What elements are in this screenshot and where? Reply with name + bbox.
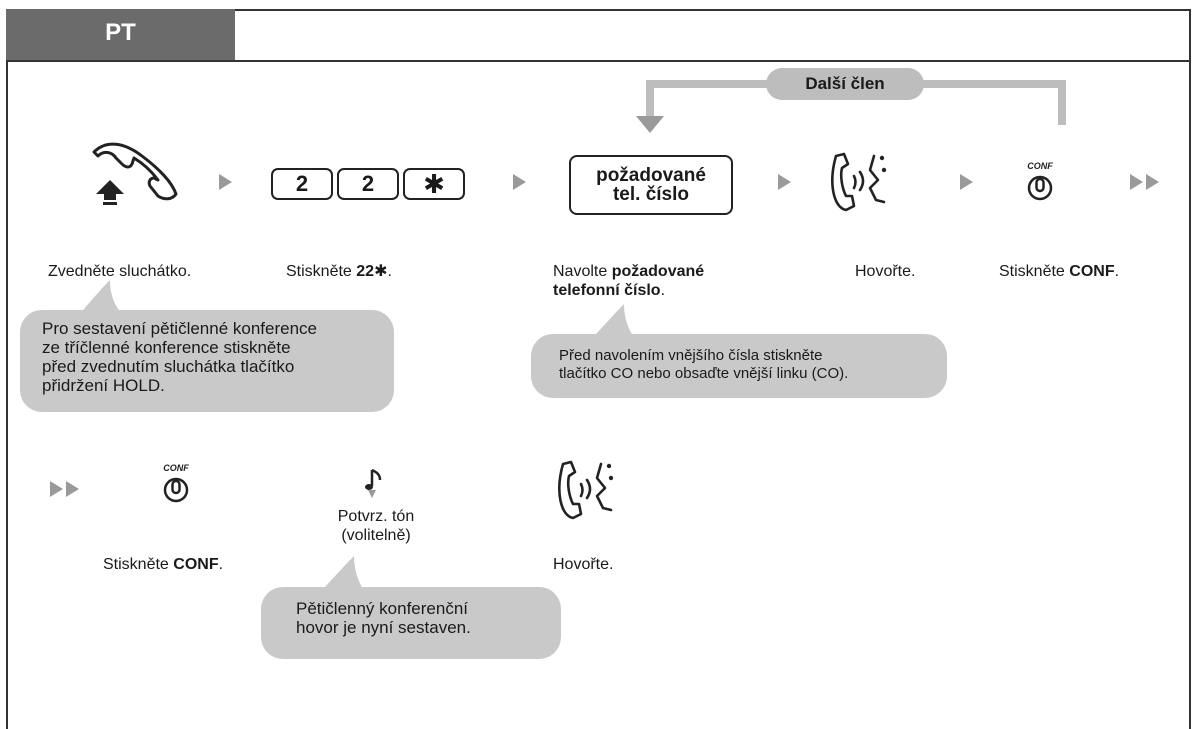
tone-caption-line1: Potvrz. tón bbox=[337, 508, 415, 525]
label-conf2-bold: CONF bbox=[173, 556, 219, 573]
label-talk: Hovořte. bbox=[855, 263, 916, 280]
flow-line-right-horizontal bbox=[920, 80, 1065, 88]
bubble-tail bbox=[590, 304, 636, 340]
label-conf-bold: CONF bbox=[1069, 263, 1115, 280]
label-dial-prefix: Navolte bbox=[553, 263, 612, 280]
step-arrow-icon bbox=[513, 174, 526, 190]
label-dial-bold1: požadované bbox=[611, 263, 705, 280]
divider bbox=[6, 60, 1191, 62]
confirmation-tone-icon bbox=[365, 468, 382, 498]
tone-caption-line2: (volitelně) bbox=[341, 527, 411, 544]
label-conf-suffix: . bbox=[1114, 263, 1120, 280]
flow-line-left-horizontal bbox=[646, 80, 770, 88]
label-conf-prefix: Stiskněte bbox=[999, 263, 1070, 280]
label-talk-2: Hovořte. bbox=[553, 556, 614, 573]
desired-number-line2: tel. číslo bbox=[612, 184, 690, 205]
flow-line-left-vertical bbox=[646, 80, 654, 120]
handset-lift-icon bbox=[92, 142, 178, 205]
label-conf2-suffix: . bbox=[218, 556, 224, 573]
label-dial-bold2: telefonní číslo bbox=[553, 282, 661, 299]
step-arrow-icon bbox=[778, 174, 791, 190]
label-press-code-suffix: . bbox=[387, 263, 392, 280]
continue-arrow-icon bbox=[50, 481, 63, 497]
step-arrow-icon bbox=[960, 174, 973, 190]
bubble-tail bbox=[78, 280, 124, 316]
flow-line-right-vertical bbox=[1058, 80, 1066, 125]
conf-button-icon: CONF bbox=[1027, 161, 1053, 201]
tab-pt: PT bbox=[6, 9, 235, 61]
label-dial-suffix: . bbox=[660, 282, 666, 299]
co-note-line: tlačítko CO nebo obsaďte vnější linku (C… bbox=[559, 365, 849, 382]
hold-note-line: před zvednutím sluchátka tlačítko bbox=[42, 357, 295, 376]
talk-icon bbox=[831, 152, 887, 212]
label-dial-number: Navolte požadované telefonní číslo. bbox=[553, 262, 704, 300]
label-lift-handset: Zvedněte sluchátko. bbox=[48, 263, 192, 280]
talk-icon bbox=[558, 460, 614, 520]
continue-arrow-icon bbox=[1130, 174, 1143, 190]
flow-arrow-down-icon bbox=[636, 116, 664, 133]
co-note-line: Před navolením vnějšího čísla stiskněte bbox=[559, 347, 823, 364]
hold-note-line: ze tříčlenné konference stiskněte bbox=[42, 338, 291, 357]
hold-note-line: přidržení HOLD. bbox=[42, 376, 165, 395]
key-star: ✱ bbox=[403, 168, 465, 200]
continue-arrow-icon bbox=[66, 481, 79, 497]
co-note-bubble: Před navolením vnějšího čísla stiskněte … bbox=[531, 334, 947, 398]
label-conf2-prefix: Stiskněte bbox=[103, 556, 174, 573]
conf-icon-text: CONF bbox=[1027, 161, 1053, 171]
next-member-label: Další člen bbox=[805, 74, 885, 93]
done-note-bubble: Pětičlenný konferenční hovor je nyní ses… bbox=[261, 587, 561, 659]
keypad-sequence: 2 2 ✱ bbox=[271, 168, 465, 200]
done-note-line: hovor je nyní sestaven. bbox=[296, 618, 471, 637]
next-member-badge: Další člen bbox=[766, 68, 924, 100]
label-press-conf: Stiskněte CONF. bbox=[999, 262, 1119, 281]
key-2: 2 bbox=[271, 168, 333, 200]
desired-number-line1: požadované bbox=[596, 165, 706, 186]
conf-button-icon: CONF bbox=[163, 463, 189, 503]
done-note-line: Pětičlenný konferenční bbox=[296, 599, 468, 618]
step-arrow-icon bbox=[219, 174, 232, 190]
label-press-conf-2: Stiskněte CONF. bbox=[103, 555, 223, 574]
label-press-code-value: 22✱ bbox=[356, 263, 388, 280]
label-press-code-prefix: Stiskněte bbox=[286, 263, 357, 280]
bubble-tail bbox=[318, 556, 366, 594]
desired-number-box: požadované tel. číslo bbox=[569, 155, 733, 215]
hold-note-line: Pro sestavení pětičlenné konference bbox=[42, 319, 318, 338]
tone-caption: Potvrz. tón (volitelně) bbox=[296, 507, 456, 545]
label-press-code: Stiskněte 22✱. bbox=[286, 262, 392, 281]
panel-frame bbox=[6, 9, 1191, 729]
continue-arrow-icon bbox=[1146, 174, 1159, 190]
hold-note-bubble: Pro sestavení pětičlenné konference ze t… bbox=[20, 310, 394, 412]
tab-label: PT bbox=[105, 19, 136, 46]
conf-icon-text: CONF bbox=[163, 463, 189, 473]
key-2: 2 bbox=[337, 168, 399, 200]
